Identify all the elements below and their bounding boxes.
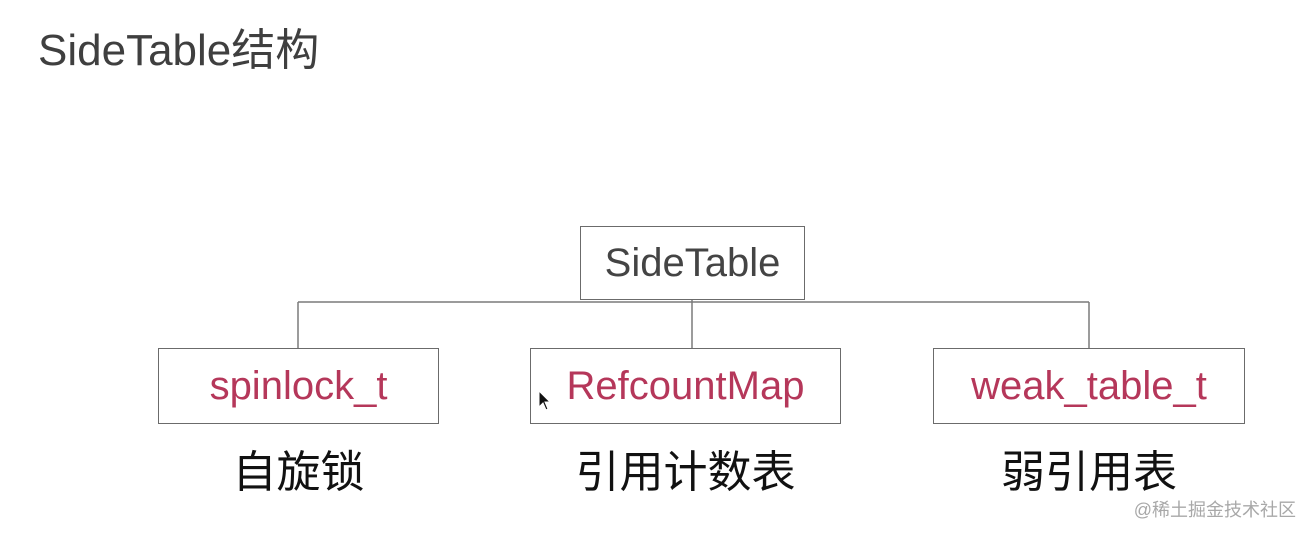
- root-node-label: SideTable: [604, 240, 781, 285]
- caption-spinlock: 自旋锁: [232, 448, 365, 497]
- mouse-cursor-icon: [538, 390, 552, 411]
- child-node-label: weak_table_t: [971, 363, 1207, 408]
- child-node-refcountmap: RefcountMap: [530, 348, 841, 424]
- watermark: @稀土掘金技术社区: [1133, 500, 1296, 520]
- page-title: SideTable结构: [38, 26, 320, 75]
- child-node-spinlock: spinlock_t: [158, 348, 439, 424]
- root-node-sidetable: SideTable: [580, 226, 805, 300]
- child-node-label: spinlock_t: [209, 363, 388, 408]
- child-node-label: RefcountMap: [566, 363, 805, 408]
- caption-weak-table: 弱引用表: [1001, 448, 1177, 497]
- caption-refcountmap: 引用计数表: [575, 448, 796, 497]
- child-node-weak-table: weak_table_t: [933, 348, 1245, 424]
